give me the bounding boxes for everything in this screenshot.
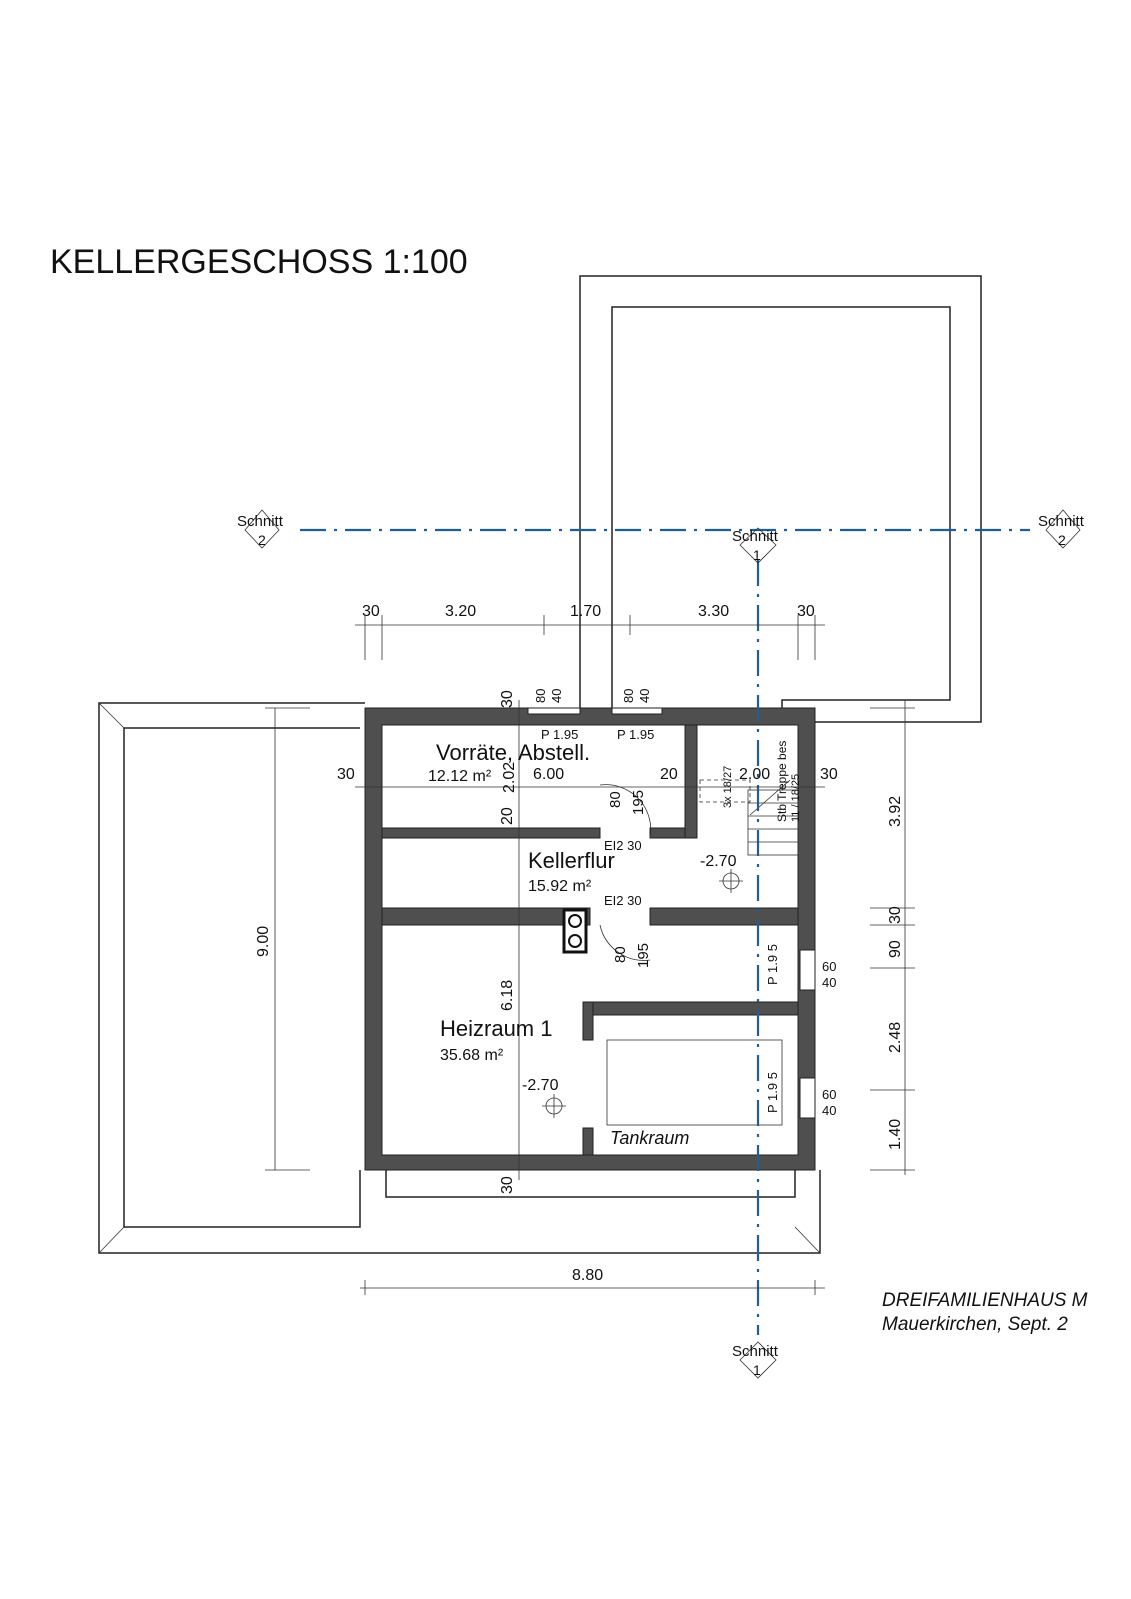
dimension-interior: 30 2.02 20 6.18 30 6.00 20 2.00 30 30 — [337, 690, 838, 1194]
dimension-left: 9.00 — [255, 707, 310, 1171]
svg-text:40: 40 — [637, 689, 652, 703]
svg-text:40: 40 — [549, 689, 564, 703]
svg-text:11 / 18/25: 11 / 18/25 — [790, 774, 802, 822]
svg-text:20: 20 — [499, 807, 516, 825]
svg-text:EI2 30: EI2 30 — [604, 893, 642, 908]
svg-text:3.30: 3.30 — [698, 603, 729, 620]
dimension-right: 3.92 30 90 2.48 1.40 — [870, 700, 915, 1175]
svg-text:6.00: 6.00 — [533, 766, 564, 783]
level-marker-icon — [542, 869, 743, 1118]
svg-text:30: 30 — [499, 690, 516, 708]
svg-text:80: 80 — [621, 689, 636, 703]
window-labels: 80 40 80 40 60 40 60 40 P 1.95 P 1.95 P … — [533, 689, 836, 1118]
svg-text:40: 40 — [822, 975, 836, 990]
room-kellerflur: Kellerflur 15.92 m² -2.70 — [528, 848, 737, 895]
stair — [699, 779, 799, 856]
svg-text:Mauerkirchen, Sept. 2: Mauerkirchen, Sept. 2 — [882, 1314, 1068, 1335]
svg-text:DREIFAMILIENHAUS M: DREIFAMILIENHAUS M — [882, 1290, 1088, 1311]
svg-text:Vorräte, Abstell.: Vorräte, Abstell. — [436, 740, 590, 765]
svg-text:195: 195 — [635, 943, 652, 968]
svg-text:30: 30 — [499, 1176, 516, 1194]
svg-text:30: 30 — [337, 766, 355, 783]
section-mark-2-left: Schnitt 2 — [237, 509, 284, 549]
svg-text:P 1.9 5: P 1.9 5 — [765, 944, 780, 985]
svg-text:-2.70: -2.70 — [700, 853, 737, 870]
svg-text:Heizraum 1: Heizraum 1 — [440, 1016, 552, 1041]
svg-text:Stb Treppe bes: Stb Treppe bes — [775, 741, 789, 822]
svg-text:80: 80 — [533, 689, 548, 703]
door-labels: 80 195 EI2 30 80 195 EI2 30 — [604, 790, 652, 968]
svg-text:2.00: 2.00 — [739, 766, 770, 783]
svg-text:30: 30 — [362, 603, 380, 620]
svg-text:1.40: 1.40 — [887, 1119, 904, 1150]
project-info: DREIFAMILIENHAUS M Mauerkirchen, Sept. 2 — [882, 1290, 1088, 1335]
svg-text:35.68 m²: 35.68 m² — [440, 1047, 504, 1064]
section-mark-2-right: Schnitt 2 — [1038, 509, 1085, 549]
svg-text:2: 2 — [258, 532, 266, 548]
garage-outline — [579, 275, 982, 723]
section-mark-1-bottom: Schnitt 1 — [732, 1341, 779, 1379]
svg-text:EI2 30: EI2 30 — [604, 838, 642, 853]
svg-text:Schnitt: Schnitt — [237, 513, 284, 530]
chimney-icon — [562, 908, 588, 954]
svg-text:1.70: 1.70 — [570, 603, 601, 620]
svg-text:P 1.95: P 1.95 — [617, 727, 654, 742]
svg-text:Schnitt: Schnitt — [732, 528, 779, 545]
room-vorraete: Vorräte, Abstell. 12.12 m² — [428, 740, 590, 785]
svg-text:3.20: 3.20 — [445, 603, 476, 620]
svg-text:12.12 m²: 12.12 m² — [428, 768, 492, 785]
svg-text:Schnitt: Schnitt — [732, 1343, 779, 1360]
svg-text:80: 80 — [607, 791, 624, 808]
room-tankraum: Tankraum — [610, 1128, 689, 1148]
svg-text:1: 1 — [753, 547, 761, 563]
svg-text:P 1.9 5: P 1.9 5 — [765, 1072, 780, 1113]
svg-text:P 1.95: P 1.95 — [541, 727, 578, 742]
dimension-bottom: 8.80 — [360, 1267, 825, 1295]
svg-text:15.92 m²: 15.92 m² — [528, 878, 592, 895]
walls — [364, 707, 816, 1171]
svg-text:90: 90 — [887, 940, 904, 958]
svg-text:1: 1 — [753, 1362, 761, 1378]
svg-text:40: 40 — [822, 1103, 836, 1118]
section-mark-1-top: Schnitt 1 — [732, 527, 779, 564]
svg-text:3x 18/27: 3x 18/27 — [722, 766, 734, 808]
svg-text:30: 30 — [887, 906, 904, 924]
svg-text:195: 195 — [630, 790, 647, 815]
svg-text:80: 80 — [612, 946, 629, 963]
svg-text:30: 30 — [797, 603, 815, 620]
svg-text:2.02: 2.02 — [501, 762, 518, 793]
svg-text:20: 20 — [660, 766, 678, 783]
svg-text:2.48: 2.48 — [887, 1022, 904, 1053]
terrace-outline — [98, 702, 821, 1254]
svg-text:Kellerflur: Kellerflur — [528, 848, 615, 873]
stair-labels: Stb Treppe bes 11 / 18/25 3x 18/27 — [722, 741, 802, 822]
svg-text:8.80: 8.80 — [572, 1267, 603, 1284]
door-swing — [599, 784, 652, 961]
plan-title: KELLERGESCHOSS 1:100 — [50, 243, 468, 281]
svg-text:9.00: 9.00 — [255, 926, 272, 957]
svg-text:-2.70: -2.70 — [522, 1077, 559, 1094]
svg-text:2: 2 — [1058, 532, 1066, 548]
room-heizraum: Heizraum 1 35.68 m² -2.70 — [440, 1016, 559, 1094]
svg-text:30: 30 — [820, 766, 838, 783]
svg-text:Schnitt: Schnitt — [1038, 513, 1085, 530]
tank — [606, 1039, 783, 1126]
svg-text:60: 60 — [822, 959, 836, 974]
svg-text:60: 60 — [822, 1087, 836, 1102]
svg-text:3.92: 3.92 — [887, 796, 904, 827]
dimension-top: 30 3.20 1.70 3.30 30 — [355, 603, 825, 660]
svg-text:6.18: 6.18 — [499, 980, 516, 1011]
